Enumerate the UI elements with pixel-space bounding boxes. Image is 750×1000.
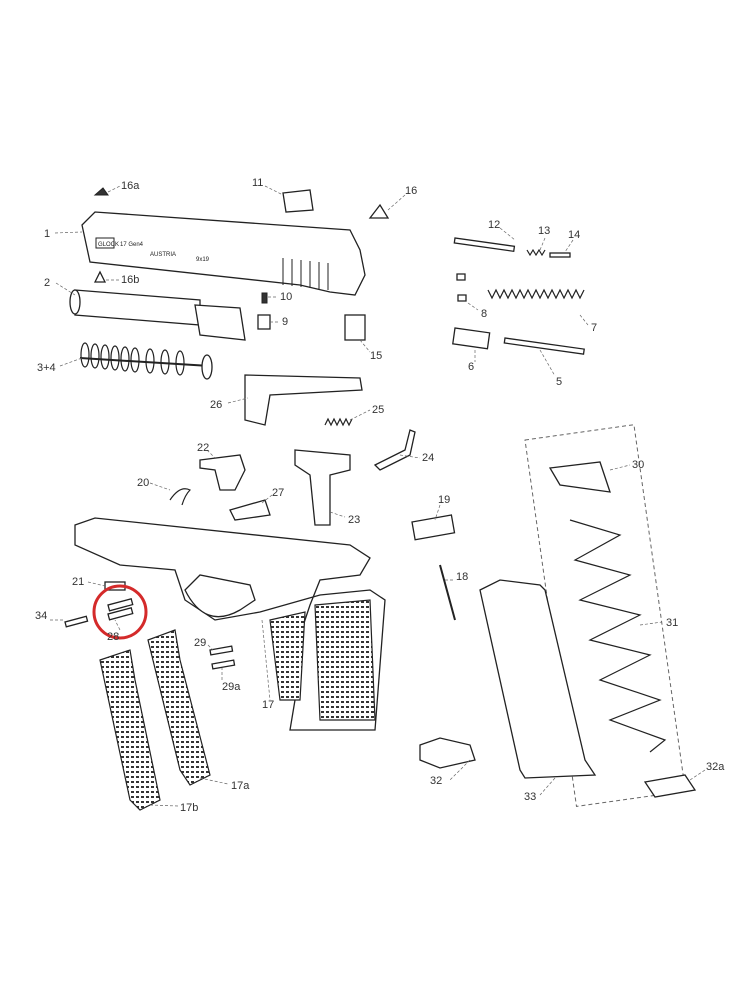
part-8 xyxy=(456,273,467,302)
label-11: 11 xyxy=(252,177,263,189)
magazine-parts-box xyxy=(524,424,686,807)
label-32: 32 xyxy=(430,775,442,787)
glock-logo xyxy=(95,237,115,249)
label-3-4: 3+4 xyxy=(37,362,56,374)
label-28: 28 xyxy=(107,631,119,643)
part-17a xyxy=(147,629,211,786)
part-14 xyxy=(549,252,571,258)
part-22 xyxy=(199,454,246,491)
part-31 xyxy=(569,519,667,753)
part-15 xyxy=(344,314,366,341)
label-17: 17 xyxy=(262,699,274,711)
part-18 xyxy=(439,564,456,621)
slide-brand: GLOCK xyxy=(98,242,119,248)
part-32a xyxy=(643,774,697,798)
label-30: 30 xyxy=(632,459,644,471)
recoil-spring-assembly xyxy=(79,342,213,380)
slide-origin: AUSTRIA xyxy=(150,252,176,258)
label-17a: 17a xyxy=(231,780,250,792)
frame xyxy=(74,517,386,731)
label-19: 19 xyxy=(438,494,450,506)
leader-lines xyxy=(50,185,706,807)
label-16b: 16b xyxy=(121,274,139,286)
part-7 xyxy=(487,288,585,300)
label-16a: 16a xyxy=(121,180,140,192)
part-30 xyxy=(548,461,611,493)
part-9 xyxy=(257,314,271,330)
slide-model: 17 Gen4 xyxy=(120,242,144,248)
label-10: 10 xyxy=(280,291,292,303)
label-20: 20 xyxy=(137,477,149,489)
part-5 xyxy=(503,337,585,355)
label-13: 13 xyxy=(538,225,550,237)
label-8: 8 xyxy=(481,308,487,320)
part-29a xyxy=(211,659,236,670)
label-12: 12 xyxy=(488,219,500,231)
label-14: 14 xyxy=(568,229,580,241)
label-33: 33 xyxy=(524,791,536,803)
label-2: 2 xyxy=(44,277,50,289)
label-34: 34 xyxy=(35,610,47,622)
part-20 xyxy=(169,488,192,506)
part-23 xyxy=(294,449,351,526)
label-25: 25 xyxy=(372,404,384,416)
part-13 xyxy=(526,248,546,257)
part-26 xyxy=(244,374,363,426)
part-27 xyxy=(229,499,271,521)
part-17b xyxy=(99,649,161,811)
part-29 xyxy=(209,645,234,656)
label-1: 1 xyxy=(44,228,50,240)
label-29a: 29a xyxy=(222,681,241,693)
label-18: 18 xyxy=(456,571,468,583)
part-16 xyxy=(368,203,390,219)
part-10 xyxy=(261,292,268,304)
label-9: 9 xyxy=(282,316,288,328)
label-23: 23 xyxy=(348,514,360,526)
slide: GLOCK 17 Gen4 AUSTRIA 9x19 xyxy=(81,211,366,296)
label-26: 26 xyxy=(210,399,222,411)
part-28 xyxy=(107,597,134,621)
part-33 xyxy=(479,579,597,779)
part-6 xyxy=(452,327,491,350)
label-27: 27 xyxy=(272,487,284,499)
part-labels: 16a 11 16 1 12 13 14 16b 10 2 9 8 7 3+4 … xyxy=(35,177,725,814)
label-5: 5 xyxy=(556,376,562,388)
label-29: 29 xyxy=(194,637,206,649)
label-15: 15 xyxy=(370,350,382,362)
part-19 xyxy=(411,514,456,541)
slide-caliber: 9x19 xyxy=(196,257,210,263)
part-16b xyxy=(93,270,107,283)
label-24: 24 xyxy=(422,452,434,464)
label-16: 16 xyxy=(405,185,417,197)
label-32a: 32a xyxy=(706,761,725,773)
label-31: 31 xyxy=(666,617,678,629)
part-34 xyxy=(64,615,89,628)
part-11 xyxy=(282,189,314,213)
part-25 xyxy=(324,417,353,427)
part-12 xyxy=(453,237,516,253)
label-21: 21 xyxy=(72,576,84,588)
label-17b: 17b xyxy=(180,802,198,814)
barrel xyxy=(69,289,246,341)
part-24 xyxy=(373,429,416,471)
part-32 xyxy=(419,737,476,769)
part-16a xyxy=(93,187,109,196)
highlight-circle xyxy=(92,584,148,640)
label-7: 7 xyxy=(591,322,597,334)
label-6: 6 xyxy=(468,361,474,373)
label-22: 22 xyxy=(197,442,209,454)
